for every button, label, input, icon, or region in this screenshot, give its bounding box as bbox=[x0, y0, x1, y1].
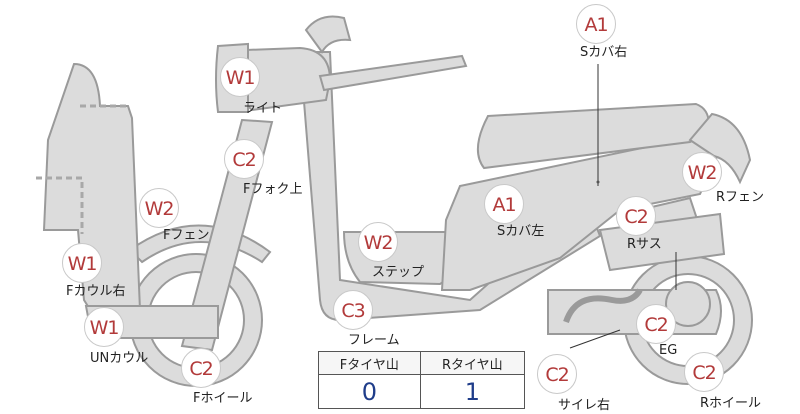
grade-badge-s-cover-right: A1 bbox=[576, 4, 616, 44]
part-label-step: ステップ bbox=[372, 265, 425, 280]
front-tire-value: 0 bbox=[318, 374, 421, 409]
grade-badge-light: W1 bbox=[220, 57, 260, 97]
muffler-shape bbox=[563, 288, 643, 324]
grade-badge-r-suspension: C2 bbox=[616, 196, 656, 236]
grade-badge-f-fork: C2 bbox=[224, 139, 264, 179]
part-label-engine: EG bbox=[659, 343, 678, 358]
rear-tire-value: 1 bbox=[419, 374, 526, 409]
part-label-frame: フレーム bbox=[348, 333, 400, 348]
part-label-light: ライト bbox=[243, 101, 283, 116]
part-label-f-fender: Fフェン bbox=[163, 228, 210, 243]
part-label-f-wheel: Fホイール bbox=[193, 391, 253, 406]
part-label-r-suspension: Rサス bbox=[627, 237, 662, 252]
part-label-s-cover-left: Sカバ左 bbox=[497, 224, 545, 239]
rear-fender-shape bbox=[688, 112, 752, 185]
grade-badge-frame: C3 bbox=[333, 290, 373, 330]
part-label-muffler-right: サイレ右 bbox=[558, 398, 611, 413]
part-label-f-cowl-right: Fカウル右 bbox=[66, 284, 126, 299]
tire-tread-table: Fタイヤ山 Rタイヤ山 0 1 bbox=[318, 351, 526, 409]
grade-badge-muffler-right: C2 bbox=[537, 354, 577, 394]
grade-badge-engine: C2 bbox=[636, 304, 676, 344]
part-label-r-wheel: Rホイール bbox=[700, 396, 762, 411]
grade-badge-r-fender: W2 bbox=[682, 152, 722, 192]
part-label-un-cowl: UNカウル bbox=[90, 351, 149, 366]
grade-badge-f-fender: W2 bbox=[139, 188, 179, 228]
grade-badge-s-cover-left: A1 bbox=[484, 184, 524, 224]
part-label-s-cover-right: Sカバ右 bbox=[580, 45, 628, 60]
grade-badge-f-cowl-right: W1 bbox=[62, 243, 102, 283]
grade-badge-un-cowl: W1 bbox=[84, 307, 124, 347]
front-tire-header: Fタイヤ山 bbox=[318, 351, 421, 375]
grade-badge-r-wheel: C2 bbox=[684, 352, 724, 392]
part-label-r-fender: Rフェン bbox=[716, 190, 765, 205]
grade-badge-step: W2 bbox=[358, 222, 398, 262]
part-label-f-fork: Fフォク上 bbox=[243, 182, 303, 197]
rear-tire-header: Rタイヤ山 bbox=[419, 351, 526, 375]
grade-badge-f-wheel: C2 bbox=[181, 348, 221, 388]
